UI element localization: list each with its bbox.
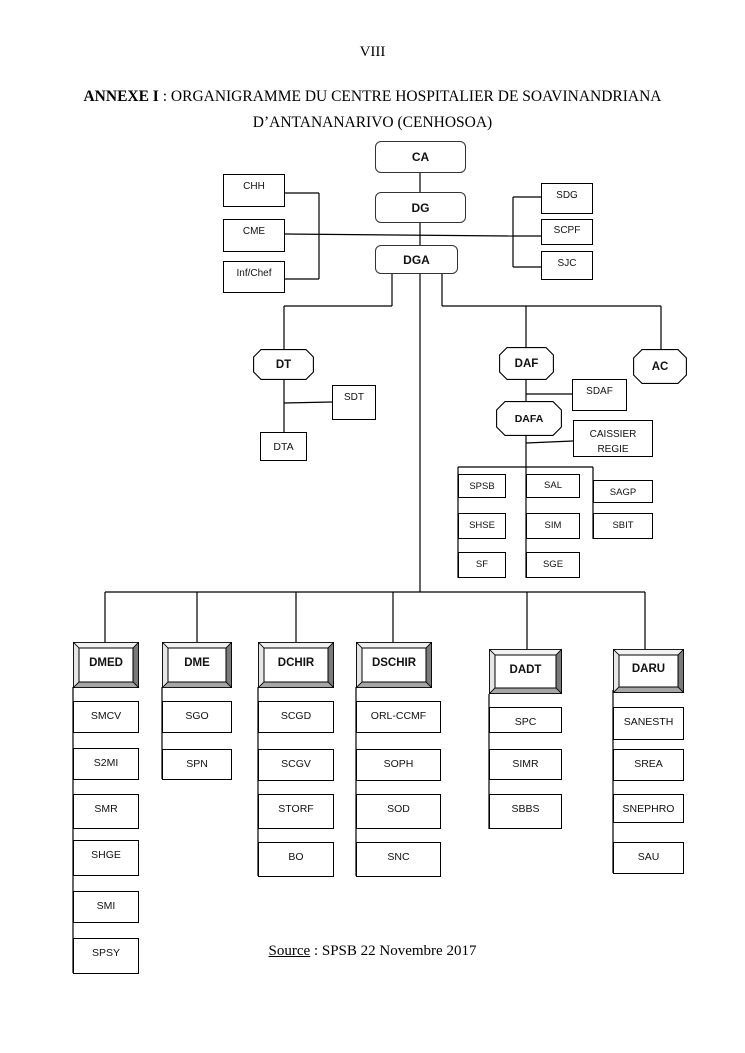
department-label: DME [184,657,210,669]
dafa-box: DAFA [496,401,562,436]
bevel-frame [162,642,232,688]
daf-service-box: SAGP [593,480,653,503]
connector [283,233,514,237]
service-box: SOPH [356,749,441,781]
dga-box: DGA [375,245,458,274]
department-box: DADT [489,649,562,694]
staff-box: SCPF [541,219,593,245]
connector [283,401,333,404]
service-box: SPN [162,749,232,780]
daf-box: DAF [499,347,554,380]
service-box: SIMR [489,749,562,780]
octagon-shape [496,401,562,436]
daf-service-box: SIM [526,513,580,539]
service-box: SHGE [73,840,139,876]
service-box: SNC [356,842,441,877]
service-box: SANESTH [613,707,684,740]
daf-service-box: SF [458,552,506,578]
department-label: DCHIR [277,657,315,669]
department-box: DCHIR [258,642,334,688]
connector [525,440,574,444]
department-box: DARU [613,649,684,693]
bevel-frame [613,649,684,693]
service-box: BO [258,842,334,877]
service-box: SMI [73,891,139,923]
advisor-box: CME [223,219,285,252]
department-box: DSCHIR [356,642,432,688]
department-box: DME [162,642,232,688]
staff-box: SDG [541,183,593,214]
service-box: STORF [258,794,334,829]
caissier-label: CAISSIER [589,429,637,440]
sdaf-box: SDAF [572,379,627,411]
daf-service-box: SBIT [593,513,653,539]
octagon-shape [253,349,314,380]
bevel-frame [489,649,562,694]
service-box: S2MI [73,748,139,780]
service-box: SCGD [258,701,334,733]
dafa-label: DAFA [514,412,544,425]
advisor-box: Inf/Chef [223,261,285,293]
source-text: : SPSB 22 Novembre 2017 [310,943,477,959]
dg-box: DG [375,192,466,223]
department-box: DMED [73,642,139,688]
service-box: SBBS [489,794,562,829]
page-number: VIII [359,44,386,60]
octagon-shape [499,347,554,380]
service-box: SPSY [73,938,139,974]
department-label: DMED [89,657,123,669]
daf-service-box: SGE [526,552,580,578]
department-label: DADT [509,664,542,676]
department-label: DARU [631,663,666,675]
daf-service-box: SPSB [458,474,506,498]
department-label: DSCHIR [371,657,417,669]
bevel-frame [258,642,334,688]
service-box: SREA [613,749,684,781]
service-box: SPC [489,707,562,733]
sdt-box: SDT [332,385,376,420]
ca-box: CA [375,141,466,173]
dta-box: DTA [260,432,307,461]
caissier-regie-box: CAISSIER REGIE [573,420,653,457]
ac-label: AC [651,360,669,373]
service-box: SOD [356,794,441,829]
dt-label: DT [275,358,292,371]
page-title-line2: D’ANTANANARIVO (CENHOSOA) [252,114,493,131]
source-label: Source [268,943,311,959]
regie-label: REGIE [597,444,629,455]
daf-label: DAF [514,357,539,370]
title-text: ORGANIGRAMME DU CENTRE HOSPITALIER DE SO… [170,88,662,105]
page-title-line1: ANNEXE I : ORGANIGRAMME DU CENTRE HOSPIT… [0,88,745,106]
service-box: SCGV [258,749,334,781]
daf-service-box: SHSE [458,513,506,539]
service-box: SGO [162,701,232,733]
source-note: Source : SPSB 22 Novembre 2017 [0,943,745,960]
service-box: SNEPHRO [613,794,684,823]
advisor-box: CHH [223,174,285,207]
staff-box: SJC [541,251,593,280]
ac-box: AC [633,349,687,384]
bevel-frame [73,642,139,688]
octagon-shape [633,349,687,384]
daf-service-box: SAL [526,474,580,498]
title-separator: : [158,88,171,105]
service-box: ORL-CCMF [356,701,441,733]
bevel-frame [356,642,432,688]
service-box: SMCV [73,701,139,733]
dt-box: DT [253,349,314,380]
service-box: SAU [613,842,684,874]
annex-label: ANNEXE I [83,88,159,105]
service-box: SMR [73,794,139,829]
